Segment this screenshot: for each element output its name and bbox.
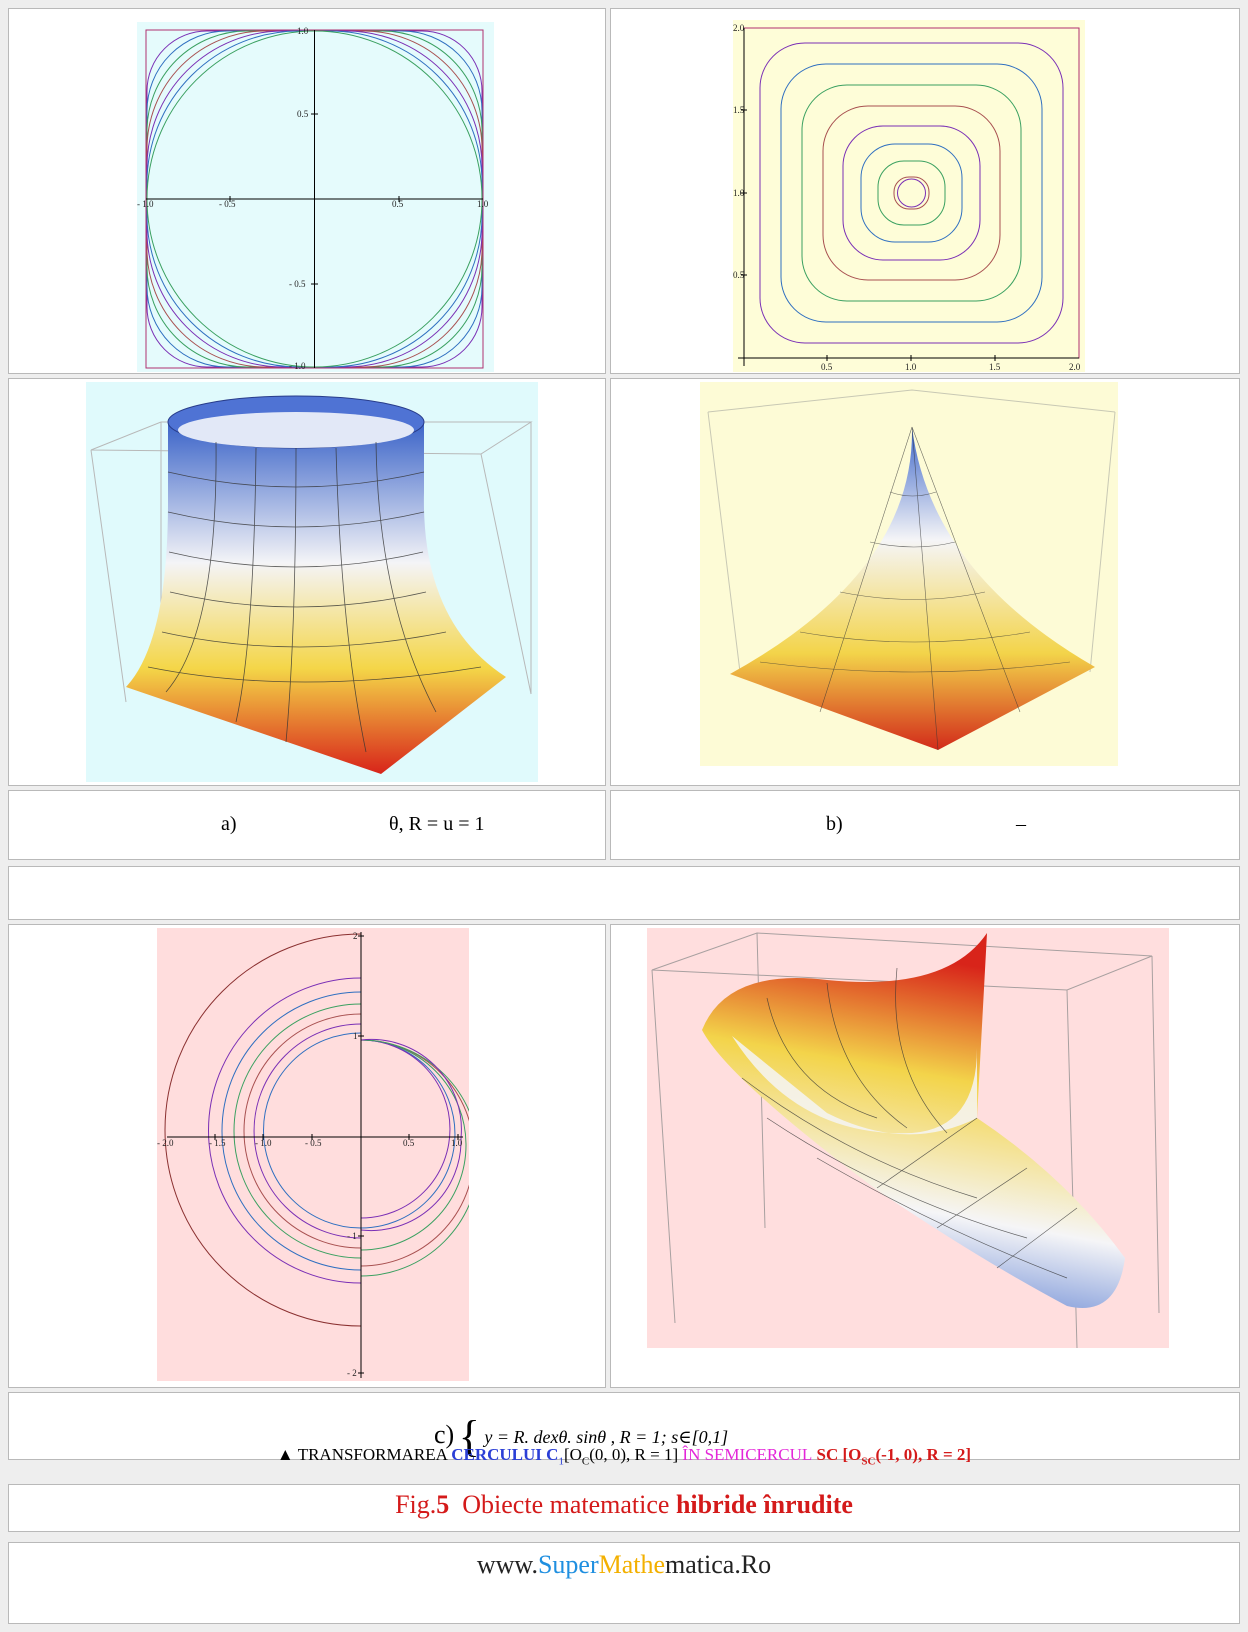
panel-a-y-tick-4: - 1.0 bbox=[289, 361, 306, 371]
website-link[interactable]: www.SuperMathematica.Ro bbox=[0, 1550, 1248, 1580]
cell-website bbox=[8, 1542, 1240, 1624]
panel-a-3d-surface bbox=[86, 382, 538, 782]
website-matica: matica bbox=[665, 1550, 735, 1579]
equation-line: c) { y = R. dexθ. sinθ , R = 1; s∈[0,1] bbox=[434, 1403, 729, 1461]
panel-a-y-tick-1: 1.0 bbox=[297, 26, 309, 36]
caption-a-label: a) bbox=[221, 813, 237, 835]
caption-a-formula: θ, R = u = 1 bbox=[389, 813, 485, 835]
panel-b-y-tick-2: 1.5 bbox=[733, 105, 745, 115]
transform-text-3: (0, 0), R = 1] bbox=[589, 1445, 683, 1464]
website-ro: .Ro bbox=[734, 1550, 772, 1579]
panel-a-x-tick-2: - 0.5 bbox=[219, 199, 236, 209]
equation-brace: { bbox=[458, 1412, 480, 1461]
panel-b-contour-plot: 0.5 1.0 1.5 2.0 2.0 1.5 1.0 0.5 bbox=[733, 20, 1085, 372]
transform-line: ▲ TRANSFORMAREA CERCULUI C1[OC(0, 0), R … bbox=[0, 1445, 1248, 1467]
empty-row bbox=[8, 866, 1240, 920]
panel-c-y-tick-3: - 1 bbox=[347, 1231, 357, 1241]
panel-c-y-tick-4: - 2 bbox=[347, 1368, 357, 1378]
panel-a-contour-plot: - 1.0 - 0.5 0.5 1.0 1.0 0.5 - 0.5 - 1.0 bbox=[137, 22, 494, 372]
panel-b-x-tick-2: 1.0 bbox=[905, 362, 917, 372]
panel-a-y-tick-3: - 0.5 bbox=[289, 279, 306, 289]
panel-b-x-tick-1: 0.5 bbox=[821, 362, 833, 372]
panel-c-x-tick-6: 1.0 bbox=[451, 1138, 463, 1148]
figure-title: Fig.5 Obiecte matematice hibride înrudit… bbox=[0, 1490, 1248, 1520]
panel-a-x-tick-1: - 1.0 bbox=[137, 199, 154, 209]
panel-c-x-tick-4: - 0.5 bbox=[305, 1138, 322, 1148]
panel-c-x-tick-5: 0.5 bbox=[403, 1138, 415, 1148]
transform-sub-1: 1 bbox=[558, 1455, 564, 1468]
website-mathe: Mathe bbox=[598, 1550, 666, 1579]
cell-figure-title bbox=[8, 1484, 1240, 1532]
transform-sub-sc: SC bbox=[861, 1455, 876, 1468]
transform-text-2: [O bbox=[563, 1445, 582, 1464]
panel-b-y-tick-1: 2.0 bbox=[733, 23, 745, 33]
cell-equation: c) { y = R. dexθ. sinθ , R = 1; s∈[0,1] bbox=[8, 1392, 1240, 1461]
figure-title-text: Obiecte matematice bbox=[449, 1490, 676, 1519]
panel-c-y-tick-1: 2 bbox=[353, 931, 358, 941]
panel-b-3d-surface bbox=[700, 382, 1118, 766]
cell-caption-a: a) θ, R = u = 1 bbox=[8, 790, 606, 860]
panel-c-x-tick-1: - 2.0 bbox=[157, 1138, 174, 1148]
panel-b-x-tick-3: 1.5 bbox=[989, 362, 1001, 372]
panel-b-x-tick-4: 2.0 bbox=[1069, 362, 1081, 372]
transform-in-semi: ÎN SEMICERCUL bbox=[682, 1445, 813, 1464]
panel-c-y-tick-2: 1 bbox=[353, 1031, 358, 1041]
equation-label: c) bbox=[434, 1420, 455, 1449]
panel-c-x-tick-2: - 1.5 bbox=[209, 1138, 226, 1148]
panel-b-y-tick-4: 0.5 bbox=[733, 270, 745, 280]
panel-c-3d-surface bbox=[647, 928, 1169, 1348]
website-www: www. bbox=[476, 1550, 538, 1579]
panel-a-y-tick-2: 0.5 bbox=[297, 109, 309, 119]
panel-c-x-tick-3: - 1.0 bbox=[255, 1138, 272, 1148]
caption-b-label: b) bbox=[826, 813, 843, 835]
panel-a-x-tick-4: 1.0 bbox=[477, 199, 489, 209]
figure-title-bold: hibride înrudite bbox=[675, 1490, 853, 1519]
transform-sc-rest: (-1, 0), R = 2] bbox=[875, 1445, 972, 1464]
equation-text: y = R. dexθ. sinθ , R = 1; s∈[0,1] bbox=[484, 1427, 729, 1447]
transform-cerc: CERCULUI C bbox=[451, 1445, 559, 1464]
marker-icon: ▲ bbox=[276, 1445, 294, 1464]
transform-text-1: TRANSFORMAREA bbox=[297, 1445, 452, 1464]
caption-b-dash: – bbox=[1016, 813, 1026, 835]
panel-a-x-tick-3: 0.5 bbox=[392, 199, 404, 209]
website-super: Super bbox=[537, 1550, 599, 1579]
panel-c-curve-plot: - 2.0 - 1.5 - 1.0 - 0.5 0.5 1.0 2 1 - 1 … bbox=[157, 928, 469, 1381]
panel-b-y-tick-3: 1.0 bbox=[733, 188, 745, 198]
figure-title-num: 5 bbox=[436, 1490, 450, 1519]
transform-sub-c: C bbox=[581, 1455, 590, 1468]
transform-sc: SC [O bbox=[812, 1445, 862, 1464]
cell-caption-b: b) – bbox=[610, 790, 1240, 860]
figure-title-fig: Fig. bbox=[395, 1490, 437, 1519]
